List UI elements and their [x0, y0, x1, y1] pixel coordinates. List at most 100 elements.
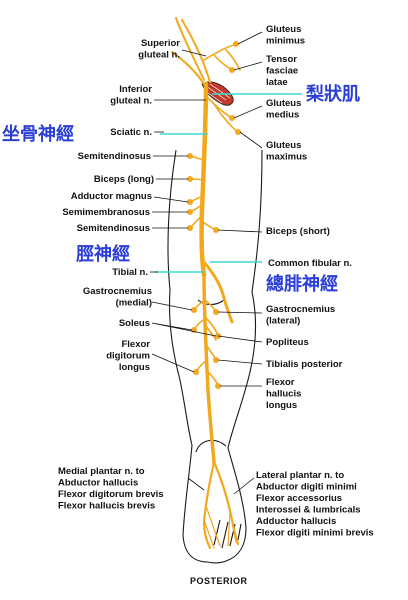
label-line: Medial plantar n. to: [58, 466, 145, 477]
branch-dot: [187, 153, 193, 159]
label-line: 脛神經: [76, 243, 130, 265]
view-caption: POSTERIOR: [190, 576, 248, 586]
leg-outline-medial: [167, 149, 209, 563]
calf-branch-popliteus: [205, 325, 217, 341]
leader-tensor: [233, 61, 263, 71]
label-line: Soleus: [119, 318, 150, 329]
highlight-lines: [155, 93, 302, 273]
label-line: Abductor hallucis: [58, 478, 138, 489]
label-line: longus: [266, 400, 297, 411]
common-fibular-trunk: [202, 260, 234, 324]
label-line: Tibial n.: [112, 267, 148, 278]
label-line: Sciatic n.: [110, 127, 152, 138]
label-common-fibular-zh: 總腓神經: [266, 273, 338, 295]
label-gastrocnemius-lateral: Gastrocnemius(lateral): [266, 304, 335, 327]
label-line: Semimembranosus: [62, 207, 150, 218]
leg-heel-curve: [195, 439, 227, 453]
label-line: Lateral plantar n. to: [256, 470, 344, 481]
label-line: gluteal n.: [138, 50, 180, 61]
label-line: longus: [119, 362, 150, 373]
branch-dot: [187, 199, 193, 205]
label-gastrocnemius-medial: Gastrocnemius(medial): [83, 286, 152, 309]
label-line: Flexor digiti minimi brevis: [256, 528, 374, 539]
label-popliteus: Popliteus: [266, 337, 309, 348]
label-line: Gluteus: [266, 140, 301, 151]
label-biceps-short: Biceps (short): [266, 226, 330, 237]
label-line: 總腓神經: [266, 273, 338, 295]
label-semitendinosus-2: Semitendinosus: [77, 223, 150, 234]
leader-tibialis-posterior: [217, 359, 263, 365]
label-line: digitorum: [106, 351, 150, 362]
plantar-digital-branches: [203, 505, 237, 549]
label-line: Semitendinosus: [77, 223, 150, 234]
leader-adductor: [153, 196, 189, 203]
label-line: Common fibular n.: [268, 258, 352, 269]
leader-gluteus-minimus: [237, 31, 263, 45]
branch-dot: [213, 227, 219, 233]
label-line: 梨狀肌: [306, 83, 360, 105]
branch-dot: [187, 176, 193, 182]
branch-dot: [191, 307, 197, 313]
toe-lines: [213, 519, 242, 549]
label-sciatic-zh: 坐骨神經: [2, 123, 74, 145]
label-line: Flexor hallucis brevis: [58, 501, 155, 512]
label-line: Adductor magnus: [71, 191, 152, 202]
label-line: minimus: [266, 36, 305, 47]
nerve-root-2: [181, 19, 211, 83]
label-line: gluteal n.: [110, 96, 152, 107]
branch-dot: [213, 309, 219, 315]
tibial-trunk: [202, 273, 216, 464]
label-line: Biceps (long): [94, 174, 154, 185]
label-line: Abductor digiti minimi: [256, 482, 357, 493]
label-line: Biceps (short): [266, 226, 330, 237]
nerve-root-3: [171, 51, 205, 85]
label-semimembranosus: Semimembranosus: [62, 207, 150, 218]
label-tibial: Tibial n.: [112, 267, 148, 278]
label-line: fasciae: [266, 66, 298, 77]
leg-outline-lateral: [207, 149, 263, 564]
leader-gastrocnemius-lateral: [217, 311, 263, 314]
leader-gluteus-maximus: [239, 131, 263, 149]
label-line: Semitendinosus: [78, 151, 151, 162]
leader-popliteus: [217, 335, 263, 343]
branch-dot: [233, 41, 239, 47]
branch-dot: [187, 225, 193, 231]
label-sciatic: Sciatic n.: [110, 127, 152, 138]
label-tibialis-posterior: Tibialis posterior: [266, 359, 343, 370]
label-line: Tensor: [266, 54, 297, 65]
nerve-root-1: [175, 17, 205, 81]
label-line: Interossei & lumbricals: [256, 505, 361, 516]
label-line: Gluteus: [266, 24, 301, 35]
label-line: Tibialis posterior: [266, 359, 343, 370]
label-common-fibular: Common fibular n.: [268, 258, 352, 269]
leader-superior-gluteal: [181, 49, 207, 57]
branch-dot: [213, 357, 219, 363]
leader-soleus: [151, 322, 217, 337]
branch-dot: [215, 383, 221, 389]
label-piriformis: 梨狀肌: [306, 83, 360, 105]
superior-gluteal-branch: [203, 43, 241, 71]
label-line: Gastrocnemius: [83, 286, 152, 297]
leader-medial-plantar: [187, 477, 205, 491]
label-soleus: Soleus: [119, 318, 150, 329]
leader-lateral-plantar: [233, 477, 255, 495]
label-line: (medial): [116, 298, 152, 309]
label-line: Gluteus: [266, 98, 301, 109]
lateral-plantar-nerve: [212, 460, 240, 546]
label-semitendinosus-1: Semitendinosus: [78, 151, 151, 162]
label-adductor-magnus: Adductor magnus: [71, 191, 152, 202]
label-line: Flexor digitorum brevis: [58, 489, 164, 500]
branch-dot: [187, 209, 193, 215]
label-biceps-long: Biceps (long): [94, 174, 154, 185]
label-line: 坐骨神經: [2, 123, 74, 145]
leader-gluteus-medius: [233, 105, 263, 119]
